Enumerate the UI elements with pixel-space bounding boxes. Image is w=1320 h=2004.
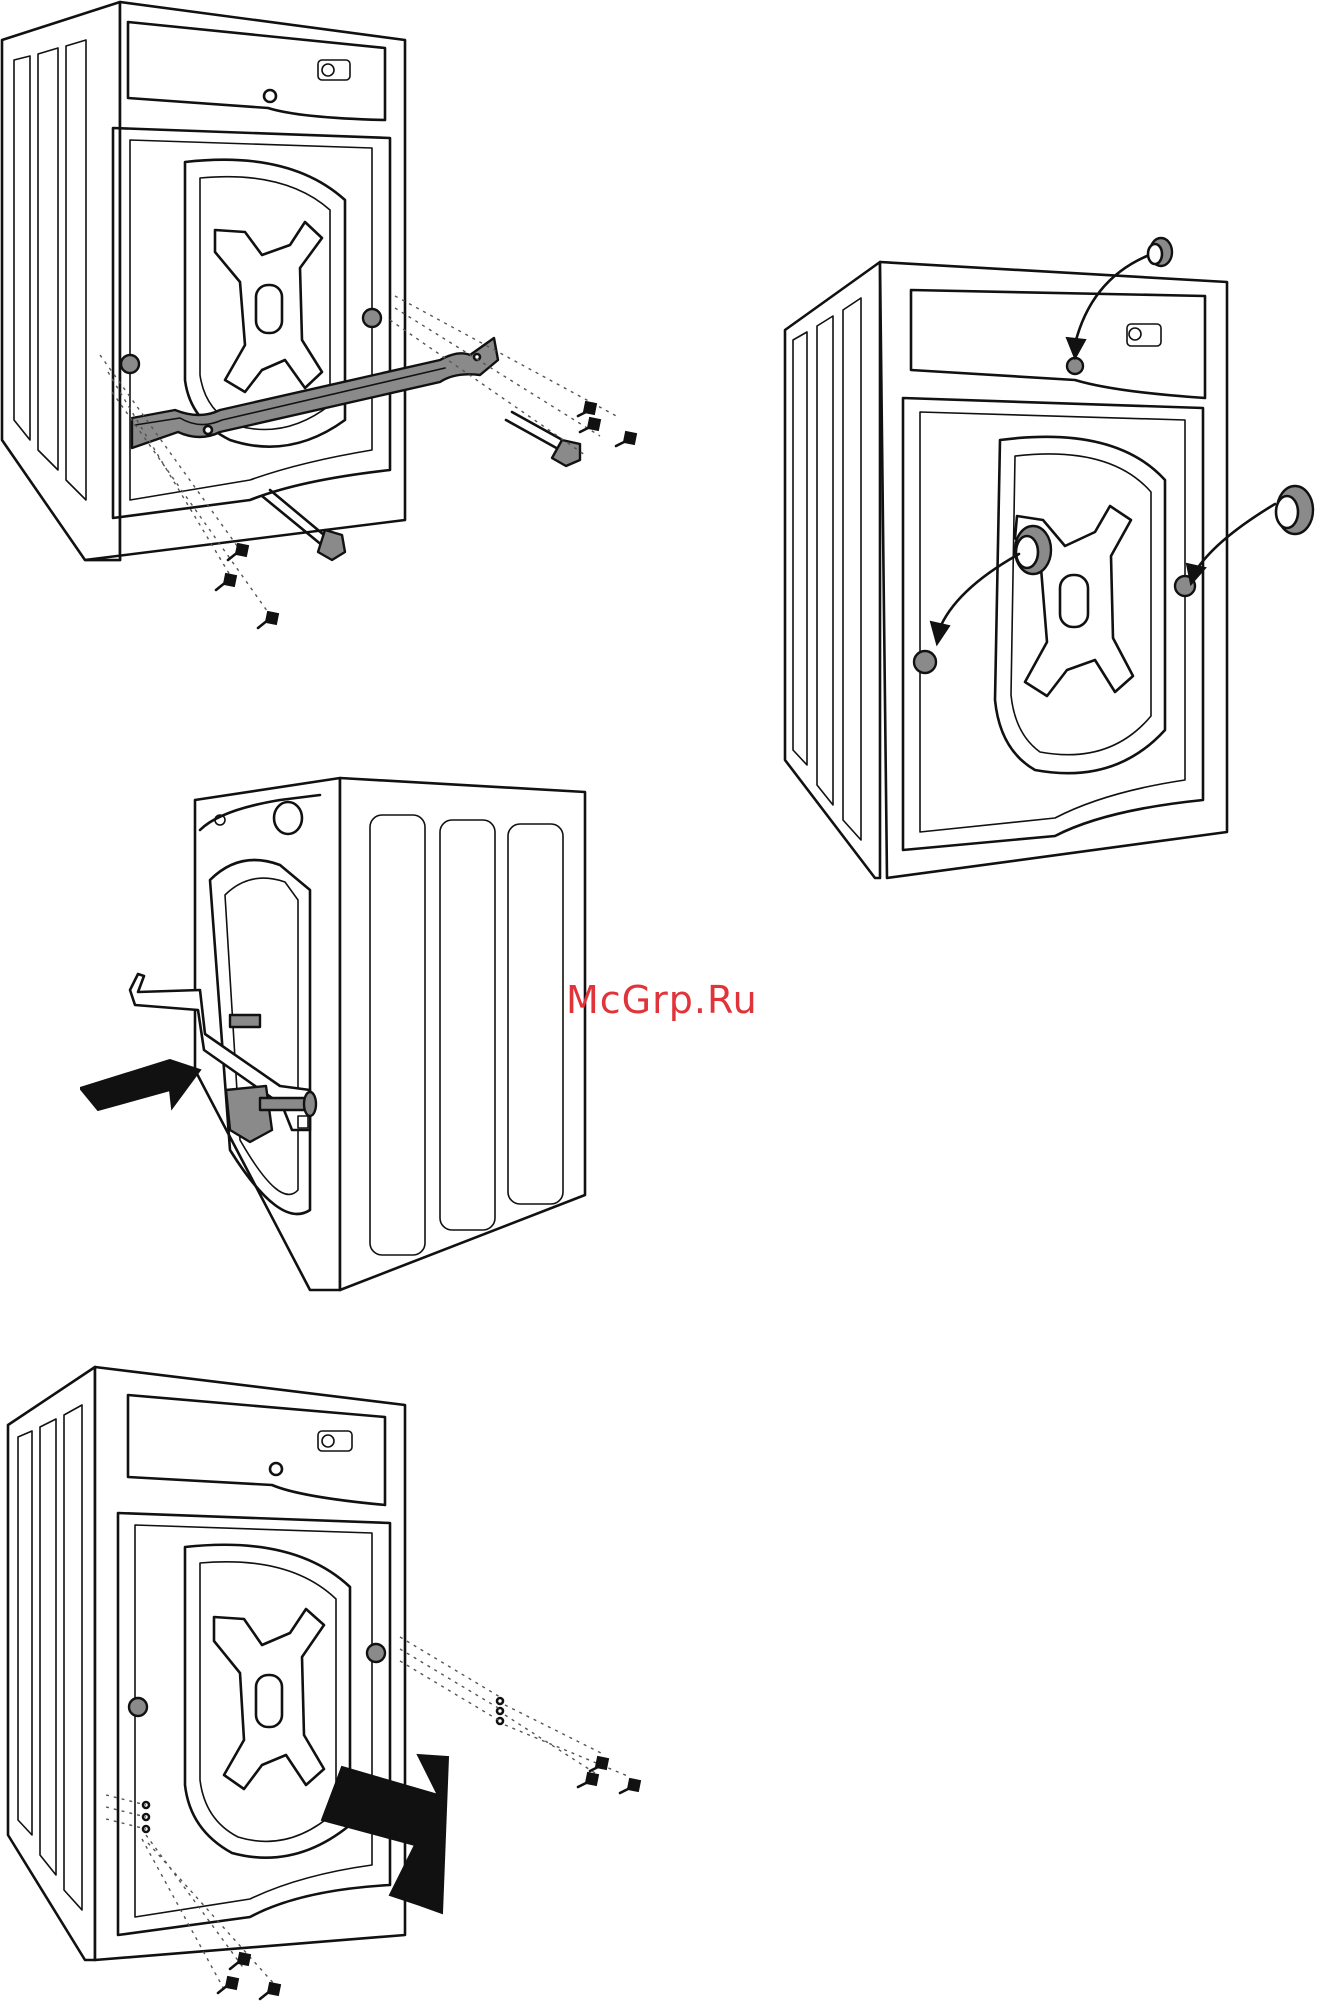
figure-pull-out-bracket	[80, 770, 610, 1300]
figure-refit-screws	[0, 1365, 660, 2004]
figure-insert-plastic-caps	[775, 220, 1320, 900]
watermark: McGrp.Ru	[566, 978, 758, 1022]
figure-remove-transit-bolts	[0, 0, 660, 640]
